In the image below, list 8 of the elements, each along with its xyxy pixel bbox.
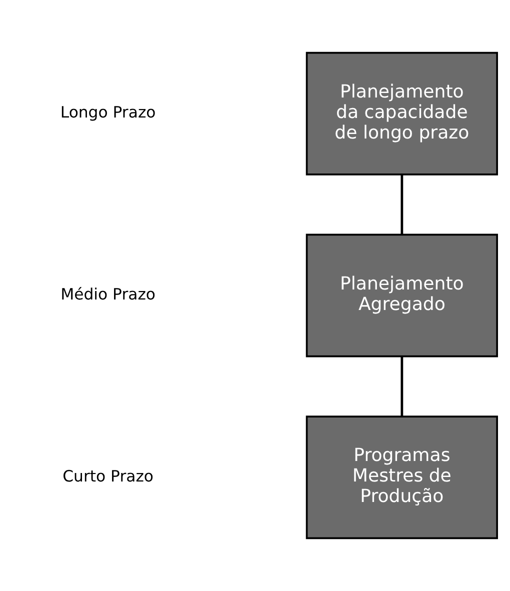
node-box: Programas Mestres de Produção <box>306 416 498 540</box>
connector <box>400 174 404 234</box>
label: Médio Prazo <box>60 284 156 304</box>
label: Longo Prazo <box>60 102 156 122</box>
connector <box>400 356 404 416</box>
node-box: Planejamento Agregado <box>306 234 498 358</box>
node-box: Planejamento da capacidade de longo prazo <box>306 52 498 176</box>
label: Curto Prazo <box>62 466 154 486</box>
